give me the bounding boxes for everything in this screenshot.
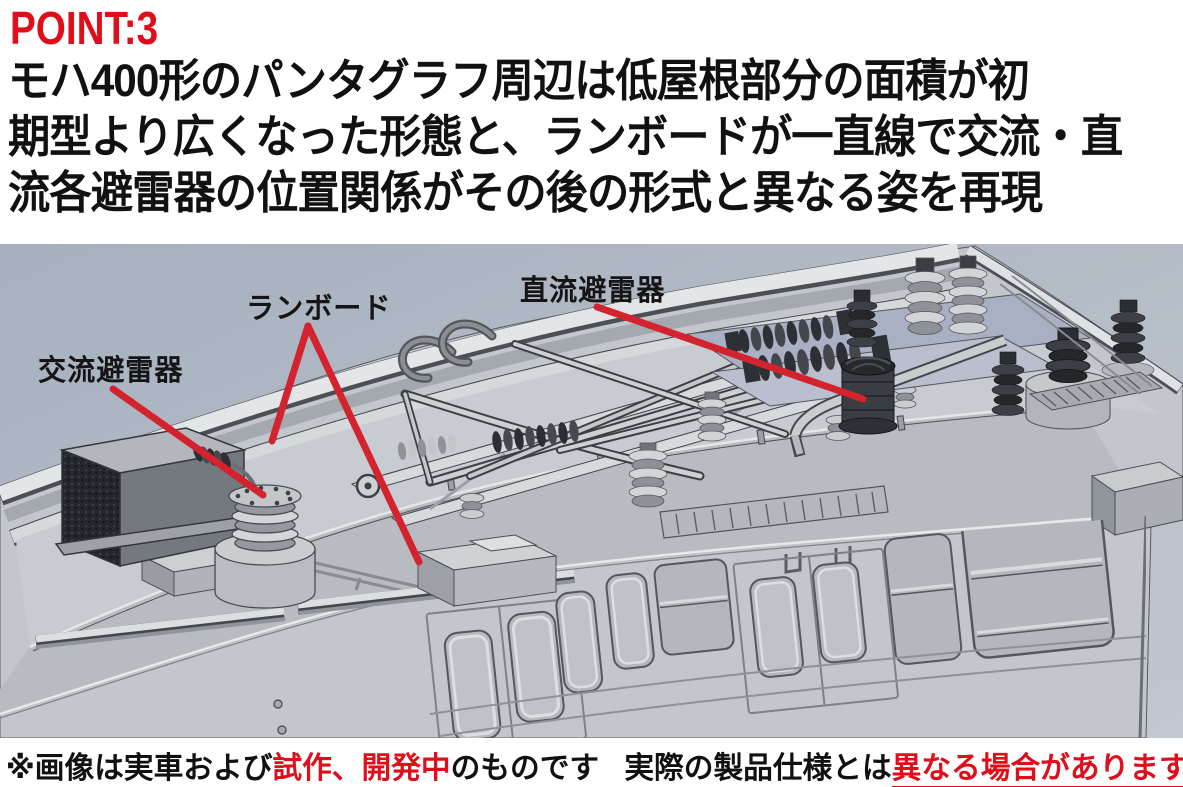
coil-insulator-small (697, 391, 727, 442)
dc-arrester (838, 356, 898, 435)
heading: モハ400形のパンタグラフ周辺は低屋根部分の面積が初 期型より広くなった形態と、… (8, 53, 1123, 221)
narrow-window-2 (605, 572, 655, 670)
ac-arrester (214, 484, 316, 609)
dc-arrester-pointer-line (593, 303, 867, 403)
footnote: ※画像は実車および試作、開発中のものです実際の製品仕様とは異なる場合があります (5, 743, 1183, 787)
pantograph (350, 319, 917, 527)
door-left (425, 597, 587, 738)
pantograph-spring-light (397, 434, 457, 460)
pantograph-horns (398, 319, 497, 383)
deck-slab-center (416, 534, 558, 607)
footnote-suffix: のものです (450, 752, 600, 785)
heading-line-3: 流各避雷器の位置関係がその後の形式と異なる姿を再現 (8, 167, 1043, 218)
pantograph-spring-dark (492, 420, 579, 453)
runboard-pointer-line-right (304, 322, 423, 566)
car-end-ribs (999, 275, 1153, 395)
end-grille (1028, 371, 1164, 411)
body-rivet (277, 725, 287, 735)
footnote-prefix: ※画像は実車および (5, 752, 273, 785)
point-label: POINT:3 (10, 2, 159, 54)
roof-render-figure: ランボード 直流避雷器 交流避雷器 (0, 244, 1183, 738)
shoulder-louver (659, 485, 889, 539)
side-window-2 (883, 533, 963, 665)
vent-box (54, 427, 260, 568)
train-roof-3d-render (0, 244, 1183, 738)
body-rivet (273, 699, 283, 709)
light-coil-stacks (904, 255, 988, 335)
footnote-differ: 異なる場合があります (891, 752, 1183, 787)
dark-coil-stacks (846, 289, 1155, 416)
side-window-3 (961, 516, 1115, 659)
label-ac-arrester: 交流避雷器 (38, 355, 184, 387)
footnote-dev-status: 試作、開発中 (272, 752, 451, 785)
dark-bellows-pair (724, 308, 892, 384)
label-dc-arrester: 直流避雷器 (520, 275, 666, 307)
narrow-window-1 (555, 590, 604, 694)
ac-arrester-pointer-line (109, 385, 267, 499)
runboard-pointer-line-left (268, 322, 312, 445)
end-equipment-box (1090, 461, 1183, 536)
annotation-lines (109, 303, 867, 566)
roof-shoulder (0, 404, 1146, 716)
door-right (732, 547, 899, 715)
footnote-spec-prefix: 実際の製品仕様とは (624, 752, 892, 785)
heading-line-1: モハ400形のパンタグラフ周辺は低屋根部分の面積が初 (8, 55, 1030, 106)
heading-line-2: 期型より広くなった形態と、ランボードが一直線で交流・直 (8, 111, 1123, 162)
label-runboard: ランボード (246, 293, 392, 325)
side-window-1 (653, 558, 735, 656)
body-side (273, 516, 1146, 738)
coil-insulator-center (628, 442, 668, 508)
